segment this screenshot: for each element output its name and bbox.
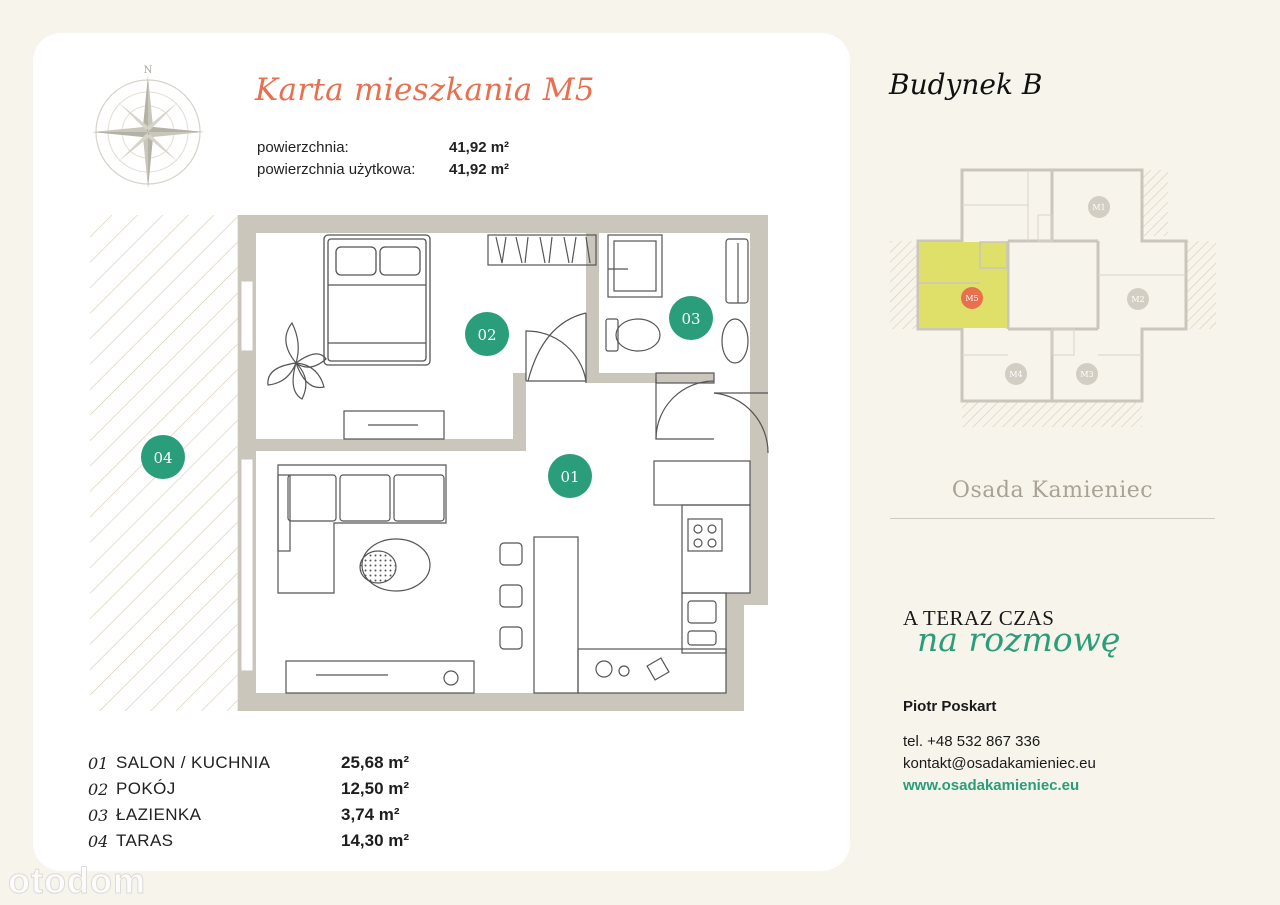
room-marker-03-label: 03 — [681, 310, 700, 328]
room-marker-01-label: 01 — [560, 468, 579, 486]
area-total-value: 41,92 m² — [449, 139, 510, 156]
unit-label-m5: M5 — [965, 294, 978, 303]
desk — [343, 410, 445, 440]
selected-unit-m5 — [919, 242, 1007, 328]
floor-plan: 04 01 02 03 — [90, 215, 769, 711]
room-row-01: 01 SALON / KUCHNIA 25,68 m² — [88, 752, 428, 778]
room-row-04: 04 TARAS 14,30 m² — [88, 830, 428, 856]
room-marker-02-label: 02 — [477, 326, 496, 344]
area-usable-label: powierzchnia użytkowa: — [257, 161, 416, 178]
room-num: 03 — [88, 806, 109, 825]
kitchen-counter — [577, 460, 751, 694]
otodom-watermark: otodom — [8, 860, 146, 902]
area-usable-value: 41,92 m² — [449, 161, 510, 178]
bathroom-fixtures — [605, 234, 749, 364]
room-row-02: 02 POKÓJ 12,50 m² — [88, 778, 428, 804]
compass-n-label: N — [144, 65, 153, 76]
unit-label-m4: M4 — [1009, 370, 1022, 379]
room-area: 12,50 m² — [341, 779, 410, 798]
room-num: 01 — [88, 754, 109, 773]
unit-label-m1: M1 — [1092, 203, 1105, 212]
bed — [323, 234, 431, 366]
room-name: POKÓJ — [116, 779, 176, 798]
room-area: 14,30 m² — [341, 831, 410, 850]
contact-website-link[interactable]: www.osadakamieniec.eu — [903, 777, 1080, 794]
unit-label-m2: M2 — [1131, 295, 1144, 304]
compass-icon: N — [92, 65, 204, 188]
plant-icon — [267, 321, 327, 400]
area-total-row: powierzchnia: 41,92 m² — [257, 139, 509, 156]
contact-phone[interactable]: tel. +48 532 867 336 — [903, 733, 1041, 750]
room-list: 01 SALON / KUCHNIA 25,68 m² 02 POKÓJ 12,… — [88, 752, 428, 856]
page-title: Karta mieszkania M5 — [255, 72, 595, 108]
room-marker-03 — [669, 296, 713, 340]
room-num: 02 — [88, 780, 109, 799]
slogan-line-2: na rozmowę — [917, 620, 1121, 659]
room-num: 04 — [88, 832, 109, 851]
sofa — [277, 464, 447, 594]
room-marker-02 — [465, 312, 509, 356]
room-name: ŁAZIENKA — [116, 805, 202, 824]
area-total-label: powierzchnia: — [257, 139, 349, 156]
room-area: 25,68 m² — [341, 753, 410, 772]
room-name: SALON / KUCHNIA — [116, 753, 271, 772]
coffee-table — [359, 538, 431, 592]
room-marker-01 — [548, 454, 592, 498]
building-key-plan: M1 M2 M3 M4 M5 — [890, 168, 1216, 427]
tv-stand — [285, 660, 475, 694]
slogan-line-1: A TERAZ CZAS — [903, 606, 1055, 630]
building-title: Budynek B — [889, 68, 1043, 101]
contact-name: Piotr Poskart — [903, 698, 997, 715]
room-name: TARAS — [116, 831, 174, 850]
room-area: 3,74 m² — [341, 805, 400, 824]
area-usable-row: powierzchnia użytkowa: 41,92 m² — [257, 161, 509, 178]
wardrobe — [487, 234, 597, 266]
contact-email[interactable]: kontakt@osadakamieniec.eu — [903, 755, 1096, 772]
brand-name: Osada Kamieniec — [951, 478, 1154, 503]
kitchen-island — [499, 536, 579, 694]
divider — [890, 518, 1215, 519]
room-marker-04-label: 04 — [153, 449, 172, 467]
unit-label-m3: M3 — [1080, 370, 1093, 379]
room-markers: 04 01 02 03 — [141, 296, 713, 498]
room-row-03: 03 ŁAZIENKA 3,74 m² — [88, 804, 428, 830]
room-marker-04 — [141, 435, 185, 479]
